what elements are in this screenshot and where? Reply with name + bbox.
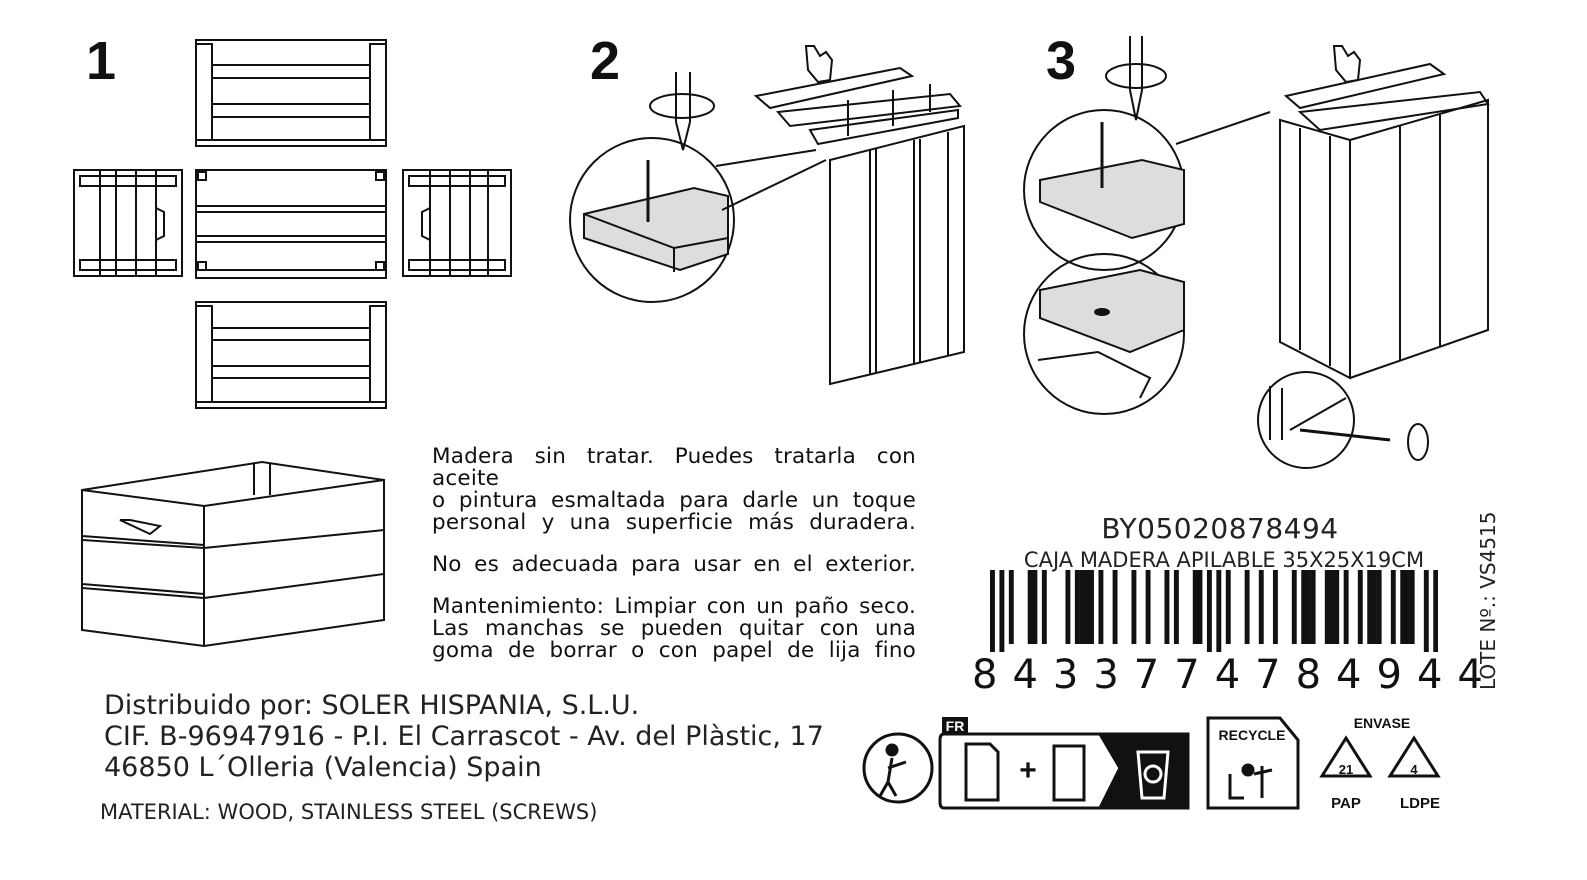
screwdriver-icon	[646, 72, 715, 222]
distributor-line: 46850 L´Olleria (Valencia) Spain	[104, 752, 542, 783]
recycle-label: RECYCLE	[1219, 727, 1286, 743]
barcode-bar	[1216, 570, 1222, 652]
barcode-bar	[1423, 570, 1429, 652]
care-instructions: Madera sin tratar. Puedes tratarla con a…	[432, 446, 916, 682]
barcode-bar	[1305, 570, 1311, 644]
step1-center-panel	[195, 169, 387, 279]
barcode-bar	[1343, 570, 1349, 644]
barcode-bar	[1131, 570, 1137, 644]
barcode-bar	[1367, 570, 1373, 644]
barcode-bar	[1329, 570, 1335, 644]
pap-label: PAP	[1331, 795, 1361, 812]
fr-badge: FR	[946, 718, 965, 734]
barcode-bar	[1225, 570, 1231, 644]
ean-number: 8433774784944	[972, 652, 1498, 698]
step3-box	[1279, 62, 1490, 380]
barcode-bar	[1244, 570, 1250, 644]
barcode-bar	[1334, 570, 1340, 644]
barcode-bar	[1409, 570, 1415, 644]
step1-left-end	[73, 169, 183, 277]
care-line: No es adecuada para usar en el exterior.	[432, 552, 916, 577]
barcode-bar	[1098, 570, 1104, 644]
envase-label: ENVASE	[1354, 715, 1411, 731]
barcode-bar	[1065, 570, 1071, 644]
barcode-bar	[1032, 570, 1038, 644]
step-number-1: 1	[86, 31, 117, 91]
hand-pointer-icon	[1332, 45, 1362, 84]
material-line: MATERIAL: WOOD, STAINLESS STEEL (SCREWS)	[100, 800, 598, 824]
barcode-bar	[1272, 570, 1278, 644]
barcode-bar	[1390, 570, 1396, 644]
plus-sign: +	[1019, 754, 1037, 787]
barcode-bar	[1310, 570, 1316, 644]
barcode-bar	[1433, 570, 1438, 652]
barcode-bar	[1041, 570, 1047, 644]
screwdriver-icon	[1105, 36, 1167, 121]
triman-info-box	[938, 717, 1190, 810]
step3-zoom-circle-bottom	[1023, 253, 1185, 415]
pap-code: 21	[1339, 762, 1353, 777]
step1-top-panel	[195, 39, 387, 147]
distributor-block: Distribuido por: SOLER HISPANIA, S.L.U. …	[104, 690, 824, 783]
care-line: goma de borrar o con papel de lija fino	[432, 638, 916, 663]
barcode-bar	[1400, 570, 1406, 644]
recycle-box-icon	[1206, 716, 1300, 810]
barcode-bar	[1404, 570, 1410, 644]
barcode-bar	[1197, 570, 1203, 644]
step-number-2: 2	[590, 31, 621, 91]
product-name: CAJA MADERA APILABLE 35X25X19CM	[1023, 548, 1425, 572]
care-line: personal y una superficie más duradera.	[432, 510, 916, 535]
step2-back-panel	[829, 124, 965, 386]
barcode-bar	[1145, 570, 1151, 644]
barcode-bar	[1301, 570, 1307, 644]
barcode-bar	[1089, 570, 1094, 644]
barcode-bar	[1027, 570, 1033, 644]
recycling-logos: FR + RECYCLE ENVASE 21 PAP 4 LDPE	[862, 715, 1441, 812]
barcode-bar	[1008, 570, 1014, 644]
barcode-bar	[1324, 570, 1330, 644]
step2-top-slats	[753, 66, 962, 146]
care-paragraph-1: Madera sin tratar. Puedes tratarla con a…	[432, 446, 916, 534]
barcode-bar	[1079, 570, 1085, 644]
care-paragraph-2: No es adecuada para usar en el exterior.	[432, 554, 916, 576]
distributor-line: CIF. B-96947916 - P.I. El Carrascot - Av…	[104, 721, 824, 752]
barcode-bar	[999, 570, 1005, 652]
tidyman-icon	[862, 732, 934, 804]
barcode-bar	[1192, 570, 1198, 644]
lote-number: LOTE Nº.: VS4515	[1476, 511, 1500, 691]
barcode-bar	[1371, 570, 1377, 644]
care-paragraph-3: Mantenimiento: Limpiar con un paño seco.…	[432, 596, 916, 662]
care-line: Mantenimiento: Limpiar con un paño seco.	[432, 594, 916, 619]
mobius-triangle-icon	[1319, 735, 1441, 778]
barcode-bar	[990, 570, 995, 652]
care-line: Madera sin tratar. Puedes tratarla con a…	[432, 444, 916, 491]
ldpe-code: 4	[1410, 762, 1418, 777]
step3-corner-detail	[1257, 371, 1429, 469]
barcode-bar	[1206, 570, 1212, 652]
ldpe-label: LDPE	[1400, 795, 1440, 812]
barcode-bar	[1357, 570, 1363, 644]
barcode-bar	[1084, 570, 1090, 644]
barcode-bar	[1258, 570, 1264, 644]
barcode-bar	[1376, 570, 1382, 644]
step1-bottom-panel	[195, 301, 387, 409]
barcode-bar	[1291, 570, 1297, 644]
barcode-bar	[1173, 570, 1179, 644]
barcode	[990, 570, 1438, 652]
distributor-line: Distribuido por: SOLER HISPANIA, S.L.U.	[104, 690, 640, 721]
sku-code: BY05020878494	[1101, 512, 1339, 545]
barcode-bar	[1164, 570, 1170, 644]
step2-zoom-circle	[569, 137, 827, 303]
care-line: Las manchas se pueden quitar con una	[432, 616, 916, 641]
barcode-bar	[1074, 570, 1080, 644]
hand-pointer-icon	[804, 45, 834, 84]
step1-right-end	[402, 169, 512, 277]
step1-crate	[81, 460, 385, 648]
care-line: o pintura esmaltada para darle un toque	[432, 488, 916, 513]
step3-zoom-circle-top	[1023, 109, 1271, 271]
barcode-bar	[1112, 570, 1118, 644]
step-number-3: 3	[1046, 31, 1077, 91]
